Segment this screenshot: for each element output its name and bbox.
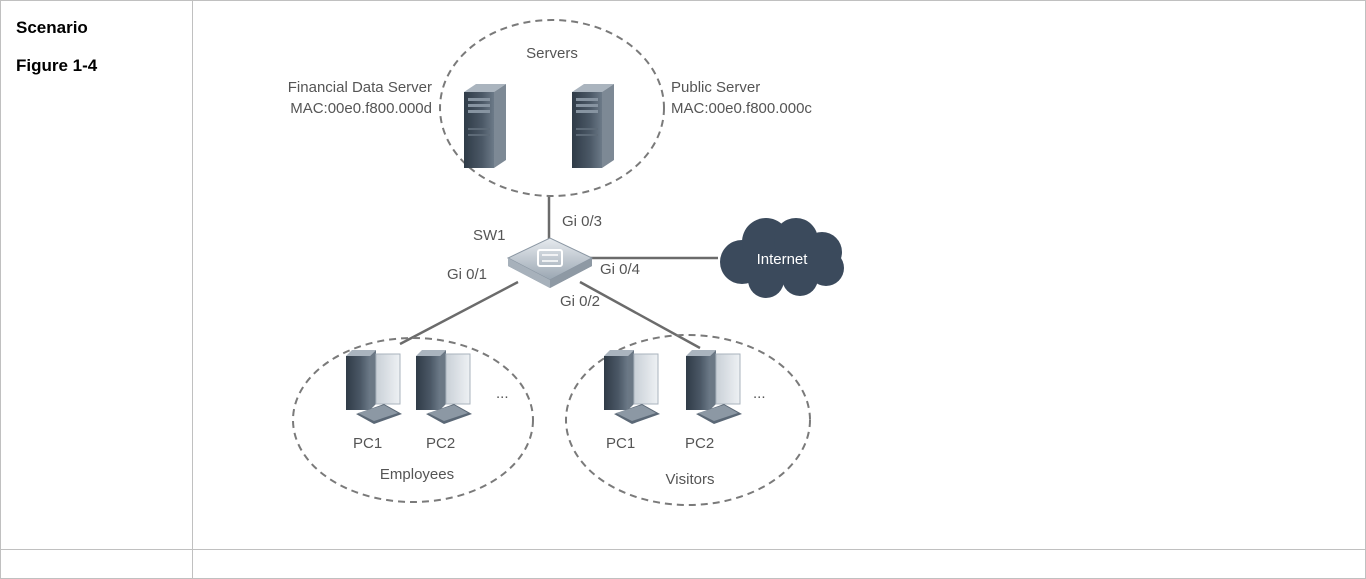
employees-group-ellipse — [292, 337, 534, 503]
port-gi02: Gi 0/2 — [560, 293, 600, 310]
group-ellipses — [292, 19, 811, 506]
financial-data-server-icon — [464, 84, 506, 168]
visitors-pc2-icon — [686, 350, 742, 424]
employees-group-label: Employees — [380, 466, 454, 483]
public-server-name: Public Server — [671, 79, 760, 96]
public-server-icon — [572, 84, 614, 168]
port-gi04: Gi 0/4 — [600, 261, 640, 278]
switch-sw1-icon — [506, 237, 594, 288]
port-gi01: Gi 0/1 — [447, 266, 487, 283]
visitors-ellipsis: ... — [753, 385, 766, 402]
public-server-mac: MAC:00e0.f800.000c — [671, 100, 812, 117]
employees-pc2-icon — [416, 350, 472, 424]
employees-ellipsis: ... — [496, 385, 509, 402]
link-sw1-visitors — [579, 280, 701, 350]
switch-name: SW1 — [473, 227, 506, 244]
employees-pc1-icon — [346, 350, 402, 424]
visitors-group-ellipse — [565, 334, 811, 506]
link-sw1-employees — [399, 280, 519, 346]
visitors-pc1-label: PC1 — [606, 435, 635, 452]
visitors-pc1-icon — [604, 350, 660, 424]
financial-server-mac: MAC:00e0.f800.000d — [290, 100, 432, 117]
servers-group-label: Servers — [526, 45, 578, 62]
figure-label: Figure 1-4 — [16, 56, 98, 75]
servers-group-ellipse — [439, 19, 665, 197]
visitors-group-label: Visitors — [666, 471, 715, 488]
internet-cloud-icon — [720, 218, 844, 298]
internet-label: Internet — [757, 251, 809, 268]
scenario-label: Scenario — [16, 18, 88, 37]
label-column: Scenario Figure 1-4 — [16, 18, 176, 94]
employees-pc2-label: PC2 — [426, 435, 455, 452]
employees-pc1-label: PC1 — [353, 435, 382, 452]
visitors-pc2-label: PC2 — [685, 435, 714, 452]
links — [399, 196, 718, 350]
port-gi03: Gi 0/3 — [562, 213, 602, 230]
financial-server-name: Financial Data Server — [288, 79, 432, 96]
